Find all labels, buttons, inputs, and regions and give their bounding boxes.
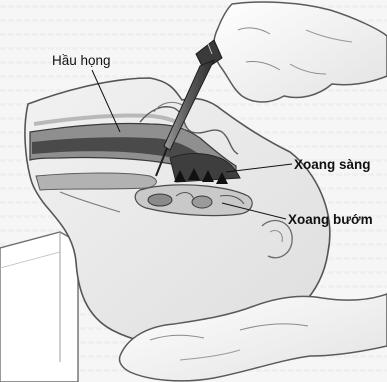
label-hau-hong: Hầu họng: [52, 53, 111, 69]
label-xoang-sang: Xoang sàng: [294, 157, 371, 173]
support-block: [0, 232, 78, 382]
label-xoang-buom: Xoang bướm: [288, 212, 373, 228]
